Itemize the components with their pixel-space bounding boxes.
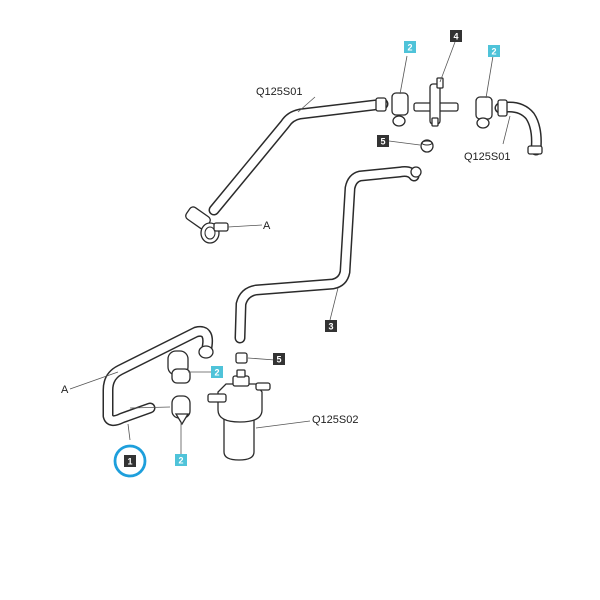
upper-right-hose (494, 99, 543, 156)
tee-fitting (413, 77, 459, 127)
banjo-fitting-left (185, 206, 229, 244)
leader-lines (69, 41, 511, 454)
ref-label-top: Q125S01 (256, 86, 302, 98)
clamp-mid (167, 350, 191, 384)
fuel-filter (207, 369, 271, 461)
middle-hose (234, 166, 422, 344)
callout-5-bottom[interactable]: 5 (273, 353, 285, 365)
callout-5-top[interactable]: 5 (377, 135, 389, 147)
clamp-upper-left (375, 97, 387, 112)
washer-bottom (235, 352, 248, 364)
upper-left-hose (208, 98, 389, 216)
callout-2-top-right[interactable]: 2 (488, 45, 500, 57)
washer-top (420, 139, 434, 153)
lower-hose (102, 325, 214, 427)
svg-text:4: 4 (453, 32, 458, 42)
callout-4[interactable]: 4 (450, 30, 462, 42)
connector-label-a-upper: A (263, 220, 271, 232)
svg-text:2: 2 (407, 43, 412, 53)
clamp-top-left (391, 92, 409, 127)
svg-text:5: 5 (380, 137, 385, 147)
callout-3[interactable]: 3 (325, 320, 337, 332)
ref-label-filter: Q125S02 (312, 414, 358, 426)
svg-text:2: 2 (178, 456, 183, 466)
callout-badges: 1 2 2 2 2 3 4 5 (113, 30, 500, 478)
connector-label-a-lower: A (61, 384, 69, 396)
ref-label-right: Q125S01 (464, 151, 510, 163)
svg-text:3: 3 (328, 322, 333, 332)
svg-text:2: 2 (214, 368, 219, 378)
callout-1-highlight-ring (113, 444, 147, 478)
callout-1[interactable]: 1 (124, 455, 136, 467)
callout-2-mid[interactable]: 2 (211, 366, 223, 378)
clamp-top-right (475, 96, 493, 129)
clamp-bottom (171, 395, 191, 426)
svg-text:5: 5 (276, 355, 281, 365)
callout-2-bottom[interactable]: 2 (175, 454, 187, 466)
callout-2-top-left[interactable]: 2 (404, 41, 416, 53)
svg-text:1: 1 (127, 457, 132, 467)
svg-text:2: 2 (491, 47, 496, 57)
